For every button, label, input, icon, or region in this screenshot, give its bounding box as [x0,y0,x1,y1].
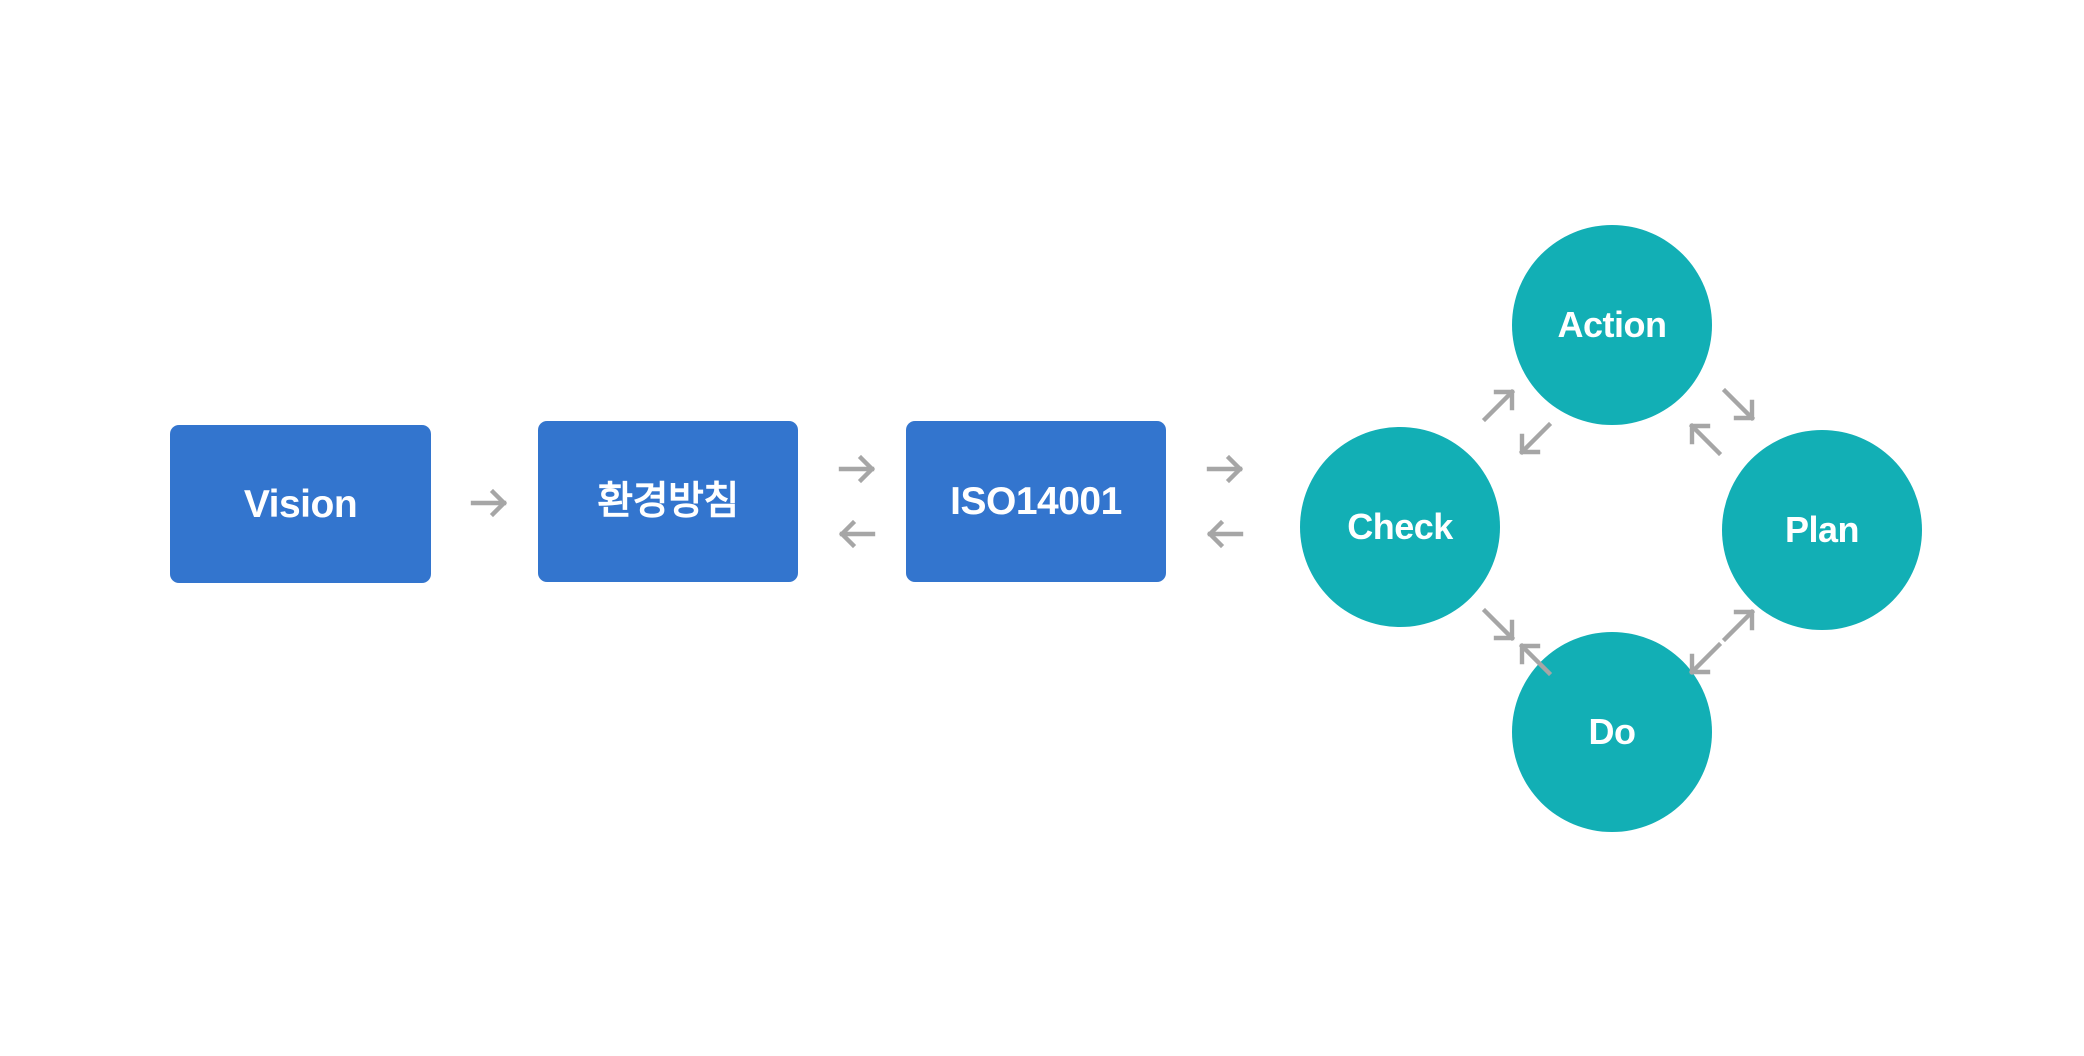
pdca-node-label: Check [1347,506,1453,547]
arrow-right-icon [462,476,516,530]
pdca-node-label: Action [1557,304,1668,345]
arrow-up-right-icon [1472,378,1526,432]
pdca-node-action[interactable]: Action [1512,225,1712,425]
process-box-policy[interactable]: 환경방침 [538,421,798,582]
arrow-left-icon [830,507,884,561]
process-box-label: ISO14001 [950,480,1122,523]
arrow-down-right-icon [1472,598,1526,652]
pdca-node-plan[interactable]: Plan [1722,430,1922,630]
arrow-up-left-icon [1508,632,1562,686]
process-box-label: Vision [243,482,358,526]
pdca-node-label: Do [1588,711,1637,752]
arrow-up-right-icon [1712,598,1766,652]
pdca-node-do[interactable]: Do [1512,632,1712,832]
pdca-node-check[interactable]: Check [1300,427,1500,627]
arrow-up-left-icon [1678,412,1732,466]
arrow-down-right-icon [1712,378,1766,432]
process-box-vision[interactable]: Vision [170,425,431,583]
arrow-left-icon [1198,507,1252,561]
arrow-right-icon [1198,442,1252,496]
arrow-down-left-icon [1508,412,1562,466]
arrow-right-icon [830,442,884,496]
arrow-down-left-icon [1678,632,1732,686]
process-box-label: 환경방침 [597,480,739,523]
pdca-node-label: Plan [1784,509,1860,550]
process-box-iso14001[interactable]: ISO14001 [906,421,1166,582]
